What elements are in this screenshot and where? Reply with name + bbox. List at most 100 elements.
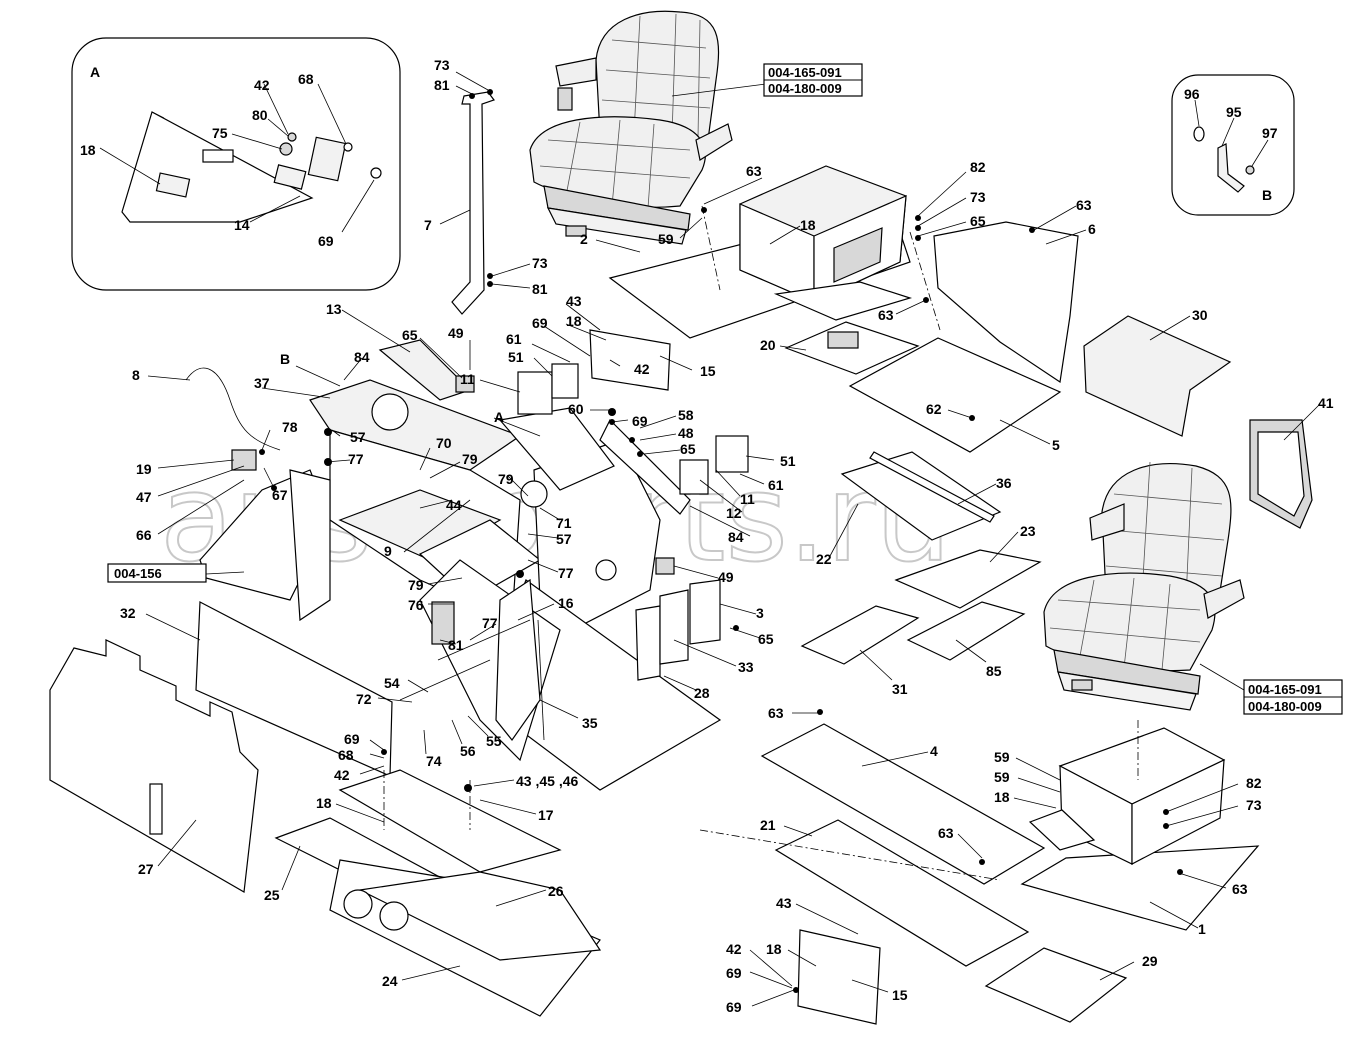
callout-c22: 22 — [816, 551, 832, 567]
detail-callout: 18 — [80, 142, 96, 158]
callout-c74: 74 — [426, 753, 442, 769]
callout-c12: 12 — [726, 505, 742, 521]
callout-c82b: 82 — [1246, 775, 1262, 791]
callout-c13: 13 — [326, 301, 342, 317]
callout-c63e: 63 — [938, 825, 954, 841]
callout-c63b: 63 — [1076, 197, 1092, 213]
callout-c77b: 77 — [558, 565, 574, 581]
callout-c59b: 59 — [994, 749, 1010, 765]
callout-c68: 68 — [338, 747, 354, 763]
callout-c81a: 81 — [434, 77, 450, 93]
callout-c11a: 11 — [460, 371, 475, 387]
detail-callout: 80 — [252, 107, 268, 123]
callout-c71: 71 — [556, 515, 572, 531]
callout-labels: 73 81 7 73 81 63 59 18 2 82 73 65 63 6 3… — [120, 57, 1334, 1015]
callout-c77c: 77 — [482, 615, 498, 631]
callout-c41: 41 — [1318, 395, 1334, 411]
callout-cA: A — [494, 409, 504, 425]
callout-c49b: 49 — [718, 569, 734, 585]
callout-c9: 9 — [384, 543, 392, 559]
callout-c69a: 69 — [532, 315, 548, 331]
callout-cB: B — [280, 351, 290, 367]
callout-c18a: 18 — [800, 217, 816, 233]
callout-c4: 4 — [930, 743, 938, 759]
callout-c20: 20 — [760, 337, 776, 353]
callout-c18b: 18 — [566, 313, 582, 329]
callout-c61a: 61 — [506, 331, 522, 347]
callout-c11b: 11 — [740, 491, 755, 507]
detail-a-panel: A 18 42 68 80 75 14 69 — [71, 37, 401, 291]
fasteners — [259, 89, 1183, 993]
detail-a-letter: A — [90, 64, 100, 80]
callout-c51b: 51 — [780, 453, 796, 469]
svg-text:004-180-009: 004-180-009 — [768, 81, 842, 96]
callout-c66: 66 — [136, 527, 152, 543]
callout-c43b: 43 ,45 ,46 — [516, 773, 578, 789]
callout-c43c: 43 — [776, 895, 792, 911]
detail-b-panel: 96 95 97 B — [1171, 74, 1295, 216]
svg-text:004-156: 004-156 — [114, 566, 162, 581]
callout-c21: 21 — [760, 817, 776, 833]
leader-lines — [145, 71, 1321, 1007]
callout-c27: 27 — [138, 861, 154, 877]
callout-c85: 85 — [986, 663, 1002, 679]
callout-c76: 76 — [408, 597, 424, 613]
callout-c33: 33 — [738, 659, 754, 675]
callout-c1: 1 — [1198, 921, 1206, 937]
callout-c65c: 65 — [680, 441, 696, 457]
callout-c77a: 77 — [348, 451, 364, 467]
callout-c23: 23 — [1020, 523, 1036, 539]
callout-c42c: 42 — [726, 941, 742, 957]
callout-c65d: 65 — [758, 631, 774, 647]
callout-c63c: 63 — [878, 307, 894, 323]
callout-c55: 55 — [486, 733, 502, 749]
callout-c35: 35 — [582, 715, 598, 731]
callout-c63d: 63 — [768, 705, 784, 721]
callout-c62: 62 — [926, 401, 942, 417]
callout-c82a: 82 — [970, 159, 986, 175]
callout-c42a: 42 — [634, 361, 650, 377]
svg-text:004-180-009: 004-180-009 — [1248, 699, 1322, 714]
callout-c65a: 65 — [970, 213, 986, 229]
handle-7 — [451, 91, 495, 315]
seat-box-bottom — [1028, 727, 1226, 865]
callout-c16: 16 — [558, 595, 574, 611]
top-seat-code-box: 004-165-091 004-180-009 — [763, 63, 863, 97]
callout-c59a: 59 — [658, 231, 674, 247]
detail-b-letter: B — [1262, 187, 1272, 203]
callout-c61b: 61 — [768, 477, 784, 493]
callout-c58: 58 — [678, 407, 694, 423]
callout-c37: 37 — [254, 375, 270, 391]
callout-c3: 3 — [756, 605, 764, 621]
callout-c8: 8 — [132, 367, 140, 383]
callout-c28: 28 — [694, 685, 710, 701]
callout-c73d: 73 — [1246, 797, 1262, 813]
detail-callout: 96 — [1184, 86, 1200, 102]
bottom-seat — [1043, 461, 1245, 711]
detail-callout: 68 — [298, 71, 314, 87]
detail-callout: 42 — [254, 77, 270, 93]
callout-c15b: 15 — [892, 987, 908, 1003]
callout-c63f: 63 — [1232, 881, 1248, 897]
callout-c72: 72 — [356, 691, 372, 707]
callout-c69c: 69 — [344, 731, 360, 747]
callout-c54: 54 — [384, 675, 400, 691]
callout-c84b: 84 — [728, 529, 744, 545]
detail-callout: 69 — [318, 233, 334, 249]
callout-c17: 17 — [538, 807, 554, 823]
callout-c25: 25 — [264, 887, 280, 903]
callout-c79a: 79 — [462, 451, 478, 467]
callout-c24: 24 — [382, 973, 398, 989]
detail-callout: 14 — [234, 217, 250, 233]
callout-c65b: 65 — [402, 327, 418, 343]
floor-plates-right — [760, 451, 1260, 1023]
seat-box-top — [608, 165, 941, 375]
callout-c73c: 73 — [970, 189, 986, 205]
console-code-box: 004-156 — [107, 563, 245, 583]
cable-8 — [185, 367, 281, 451]
callout-c57b: 57 — [556, 531, 572, 547]
callout-c57a: 57 — [350, 429, 366, 445]
callout-c69e: 69 — [726, 999, 742, 1015]
callout-c42b: 42 — [334, 767, 350, 783]
